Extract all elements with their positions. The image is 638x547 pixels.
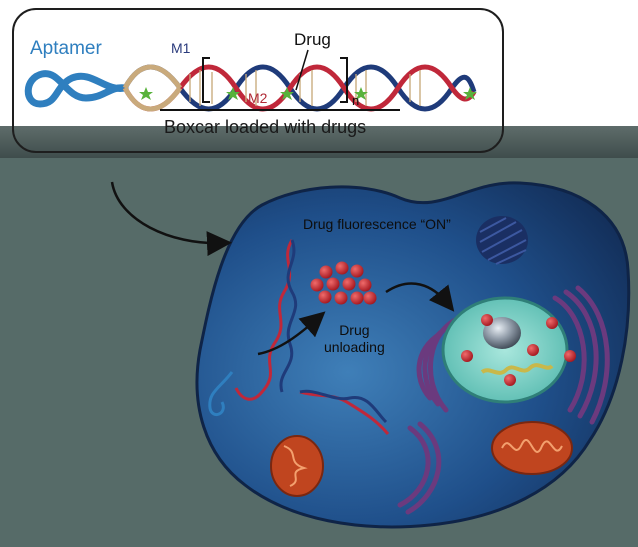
loaded-word: loaded with drugs	[225, 117, 367, 137]
nucleus-drug-dots	[461, 314, 576, 386]
entry-arrow	[110, 181, 232, 257]
drug-star-icon	[280, 87, 294, 100]
nucleus-icon	[441, 296, 569, 404]
drug-star-icon	[354, 87, 368, 100]
boxcar-frame	[12, 8, 504, 153]
drug-star-icon	[463, 87, 477, 100]
unloading-label: Drug unloading	[324, 322, 385, 356]
unloading-arrow	[257, 311, 326, 356]
golgi-apparatus-icon	[397, 285, 610, 515]
drug-pointer-line	[295, 49, 309, 91]
small-strand	[299, 389, 390, 435]
intracellular-helix	[208, 239, 298, 417]
m2-label: M2	[248, 90, 268, 106]
mitochondrion-icon-right	[491, 421, 573, 475]
boxcar-helix-top	[122, 64, 477, 112]
unloading-label-line1: Drug	[339, 322, 370, 338]
top-panel-background	[0, 0, 638, 126]
boxcar-word: Boxcar	[164, 117, 221, 137]
repeat-count-label: n	[352, 93, 360, 108]
drug-star-icon	[139, 87, 153, 100]
boxcar-caption: Boxcar loaded with drugs	[164, 117, 366, 138]
drug-star-icon	[226, 87, 240, 100]
drug-label: Drug	[294, 30, 331, 49]
nucleus-arrow	[385, 282, 455, 312]
fluorescence-label: Drug fluorescence “ON”	[303, 216, 451, 232]
repeat-brackets	[202, 57, 348, 103]
drug-cluster-icon	[310, 261, 377, 305]
drug-star-icons	[139, 87, 477, 100]
mitochondrion-icon-left	[270, 435, 324, 497]
aptamer-label: Aptamer	[30, 38, 102, 59]
m1-label: M1	[171, 40, 191, 56]
striped-organelle-icon	[476, 216, 528, 265]
unloading-label-line2: unloading	[324, 339, 385, 355]
aptamer-loop-icon	[24, 70, 129, 108]
